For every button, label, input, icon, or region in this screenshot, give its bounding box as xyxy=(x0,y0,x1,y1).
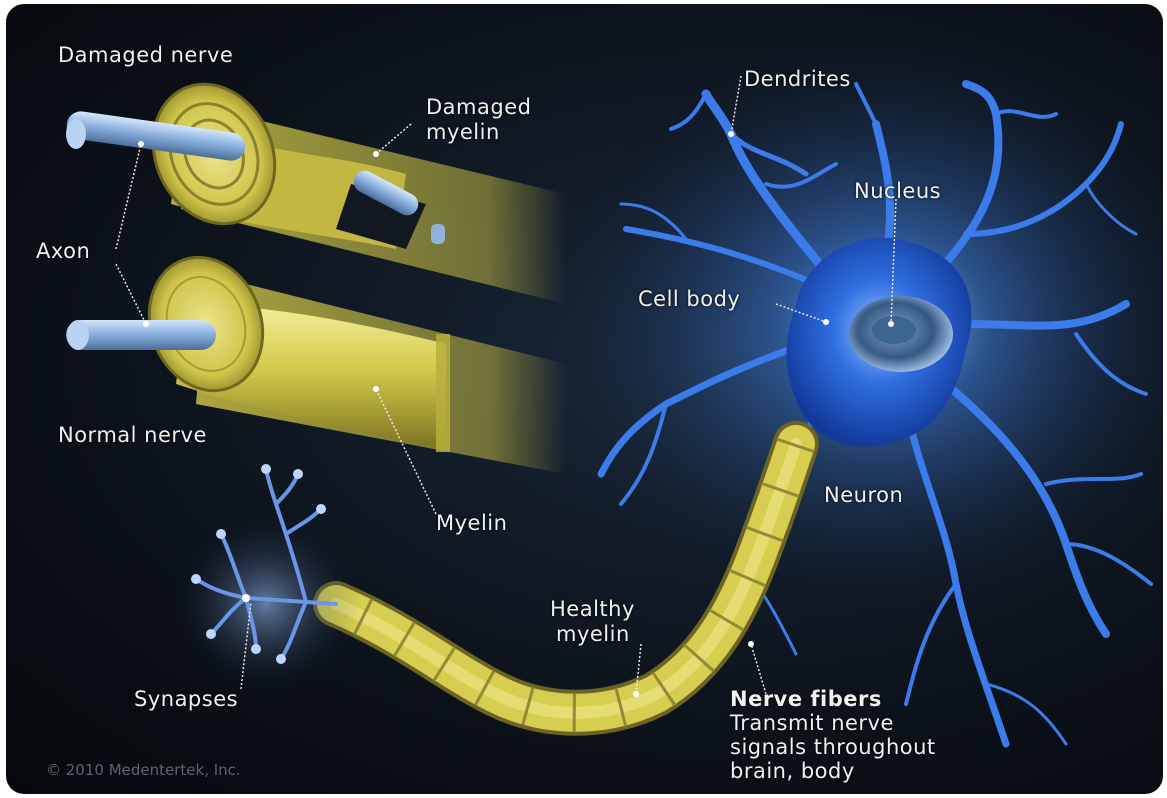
nucleolus-graphic xyxy=(872,316,916,344)
label-nerve-fibers-desc-line2: signals throughout xyxy=(730,736,936,758)
label-nerve-fibers-desc-line3: brain, body xyxy=(730,760,855,782)
copyright-notice: © 2010 Medentertek, Inc. xyxy=(46,761,241,779)
label-healthy-myelin-line1: Healthy xyxy=(550,598,635,620)
label-normal-nerve: Normal nerve xyxy=(58,424,207,446)
nerve-illustration xyxy=(6,4,1163,794)
label-neuron: Neuron xyxy=(824,484,903,506)
illustration-frame: Damaged nerve Damaged myelin Axon Normal… xyxy=(6,4,1163,794)
label-dendrites: Dendrites xyxy=(744,68,851,90)
label-damaged-myelin-line2: myelin xyxy=(426,121,500,143)
label-healthy-myelin-line2: myelin xyxy=(556,623,630,645)
label-axon: Axon xyxy=(36,240,90,262)
label-nerve-fibers-desc-line1: Transmit nerve xyxy=(730,712,894,734)
label-damaged-nerve: Damaged nerve xyxy=(58,44,233,66)
label-cell-body: Cell body xyxy=(638,288,740,310)
label-nerve-fibers-title: Nerve fibers xyxy=(730,688,882,710)
label-myelin: Myelin xyxy=(436,512,507,534)
label-synapses: Synapses xyxy=(134,688,238,710)
label-nucleus: Nucleus xyxy=(854,180,941,202)
label-damaged-myelin-line1: Damaged xyxy=(426,96,531,118)
synapses-graphic xyxy=(171,464,361,694)
